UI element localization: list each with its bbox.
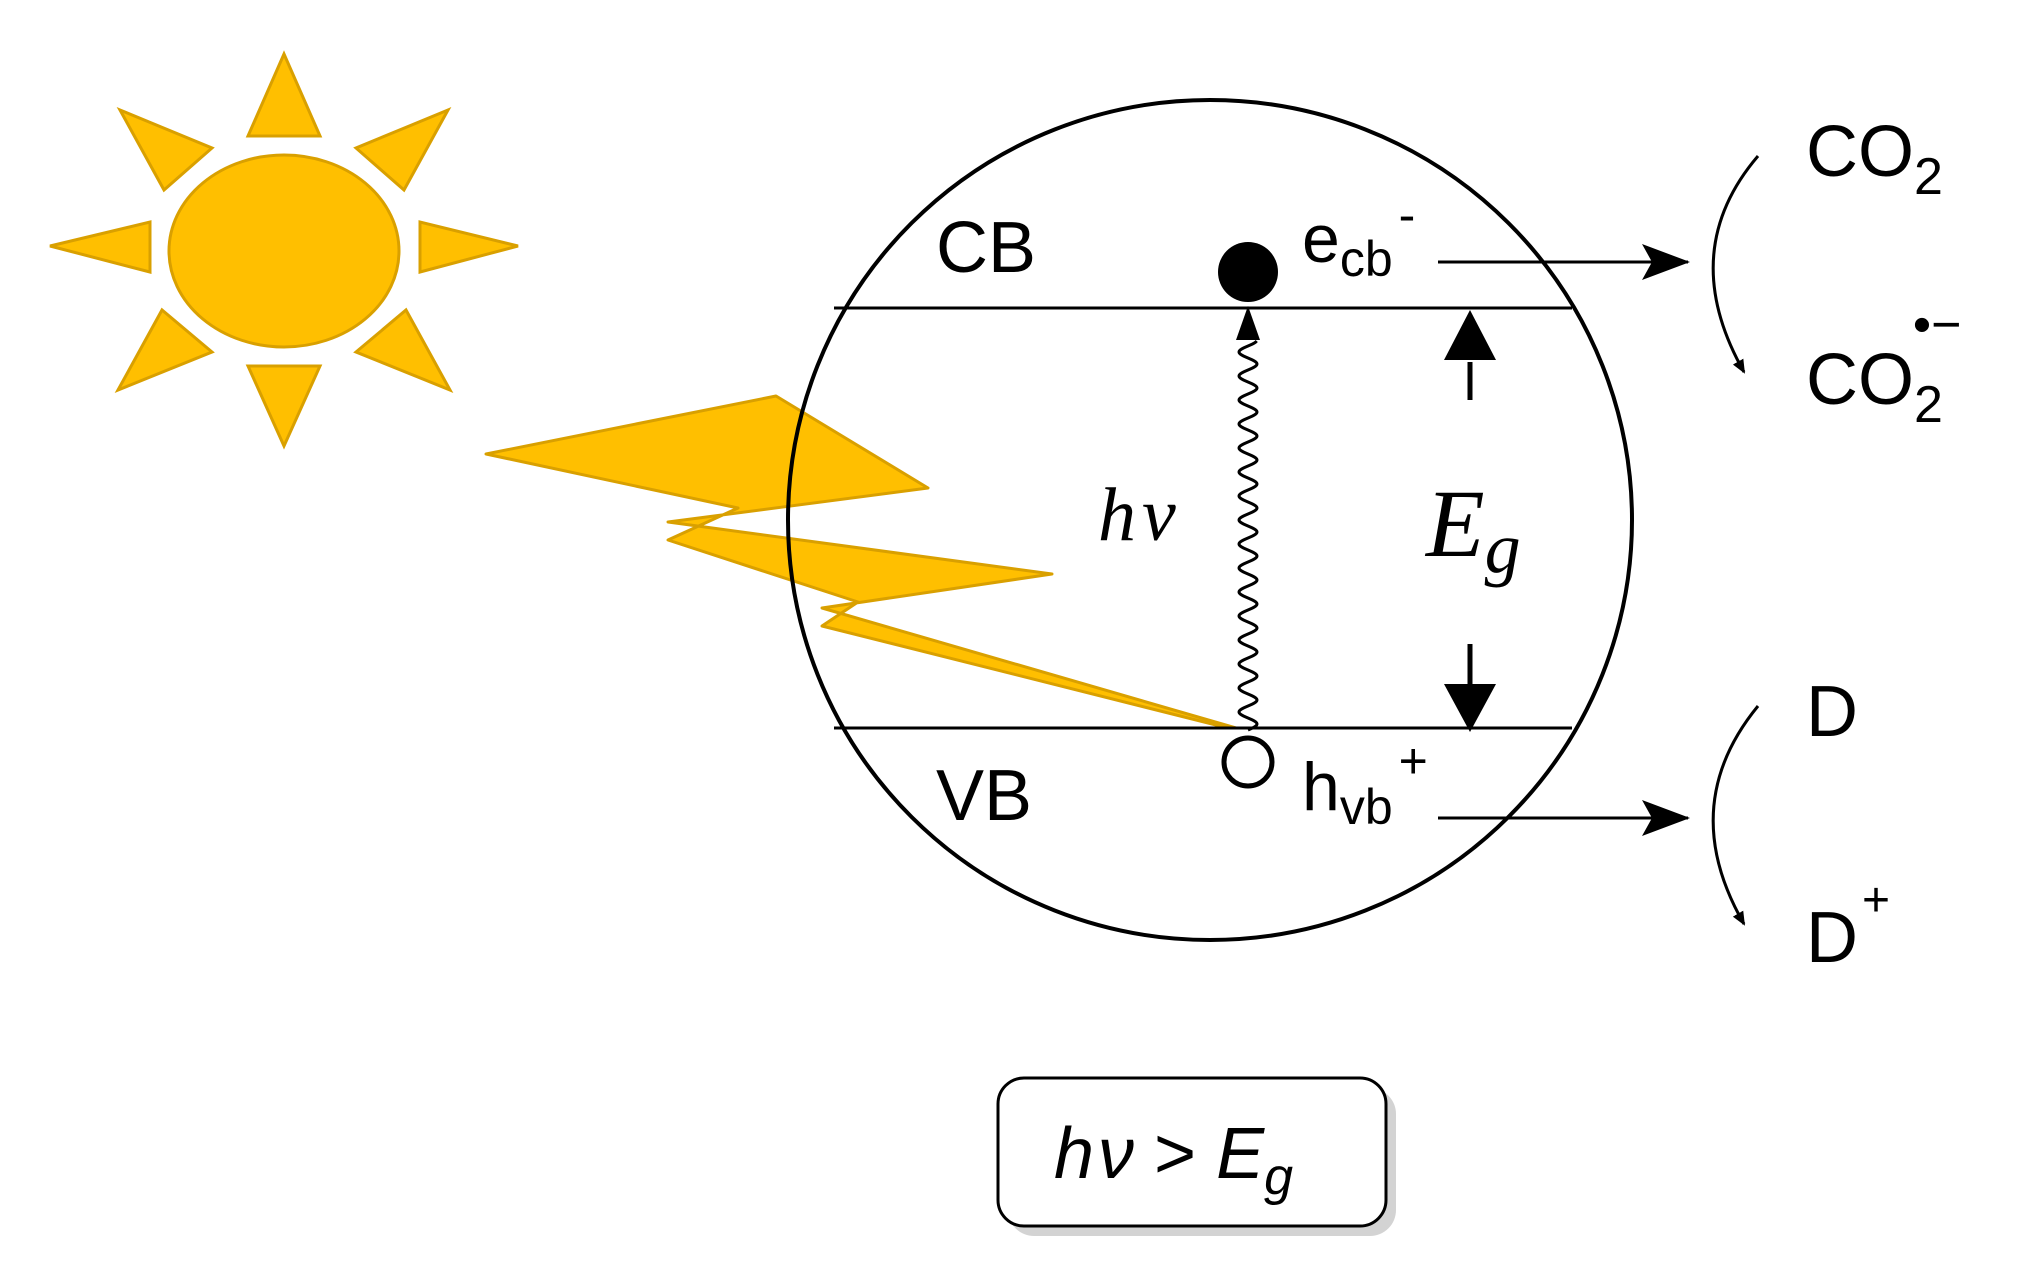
- hole-label: hvb+: [1302, 733, 1428, 835]
- co2-radical-anion-label: CO2•−: [1806, 296, 1962, 434]
- sun-rays: [49, 50, 519, 450]
- donor-label: D: [1806, 672, 1858, 752]
- photon-energy-label: hν: [1098, 473, 1176, 557]
- vb-label: VB: [936, 756, 1032, 836]
- co2-label: CO2: [1806, 112, 1943, 206]
- hole-circle: [1221, 735, 1275, 789]
- semiconductor-particle: [786, 98, 1634, 942]
- lightning-bolt-icon: [484, 394, 1238, 730]
- electron-dot: [1218, 242, 1278, 302]
- condition-box: hν > Eg: [996, 1076, 1396, 1236]
- band-gap-label: Eg: [1424, 470, 1521, 588]
- co2-reduction-curved-arrow: [1711, 155, 1760, 374]
- band-gap-arrows: [1444, 310, 1496, 732]
- oxidized-donor-label: D+: [1806, 874, 1890, 978]
- excitation-arrowhead: [1236, 306, 1260, 340]
- cb-label: CB: [936, 208, 1036, 288]
- donor-oxidation-curved-arrow: [1711, 705, 1760, 926]
- excitation-wavy-arrow: [1237, 339, 1259, 732]
- sun-body: [167, 153, 401, 349]
- electron-label: ecb-: [1302, 187, 1415, 287]
- sun-icon: [49, 50, 519, 450]
- condition-label: hν > Eg: [1054, 1114, 1293, 1206]
